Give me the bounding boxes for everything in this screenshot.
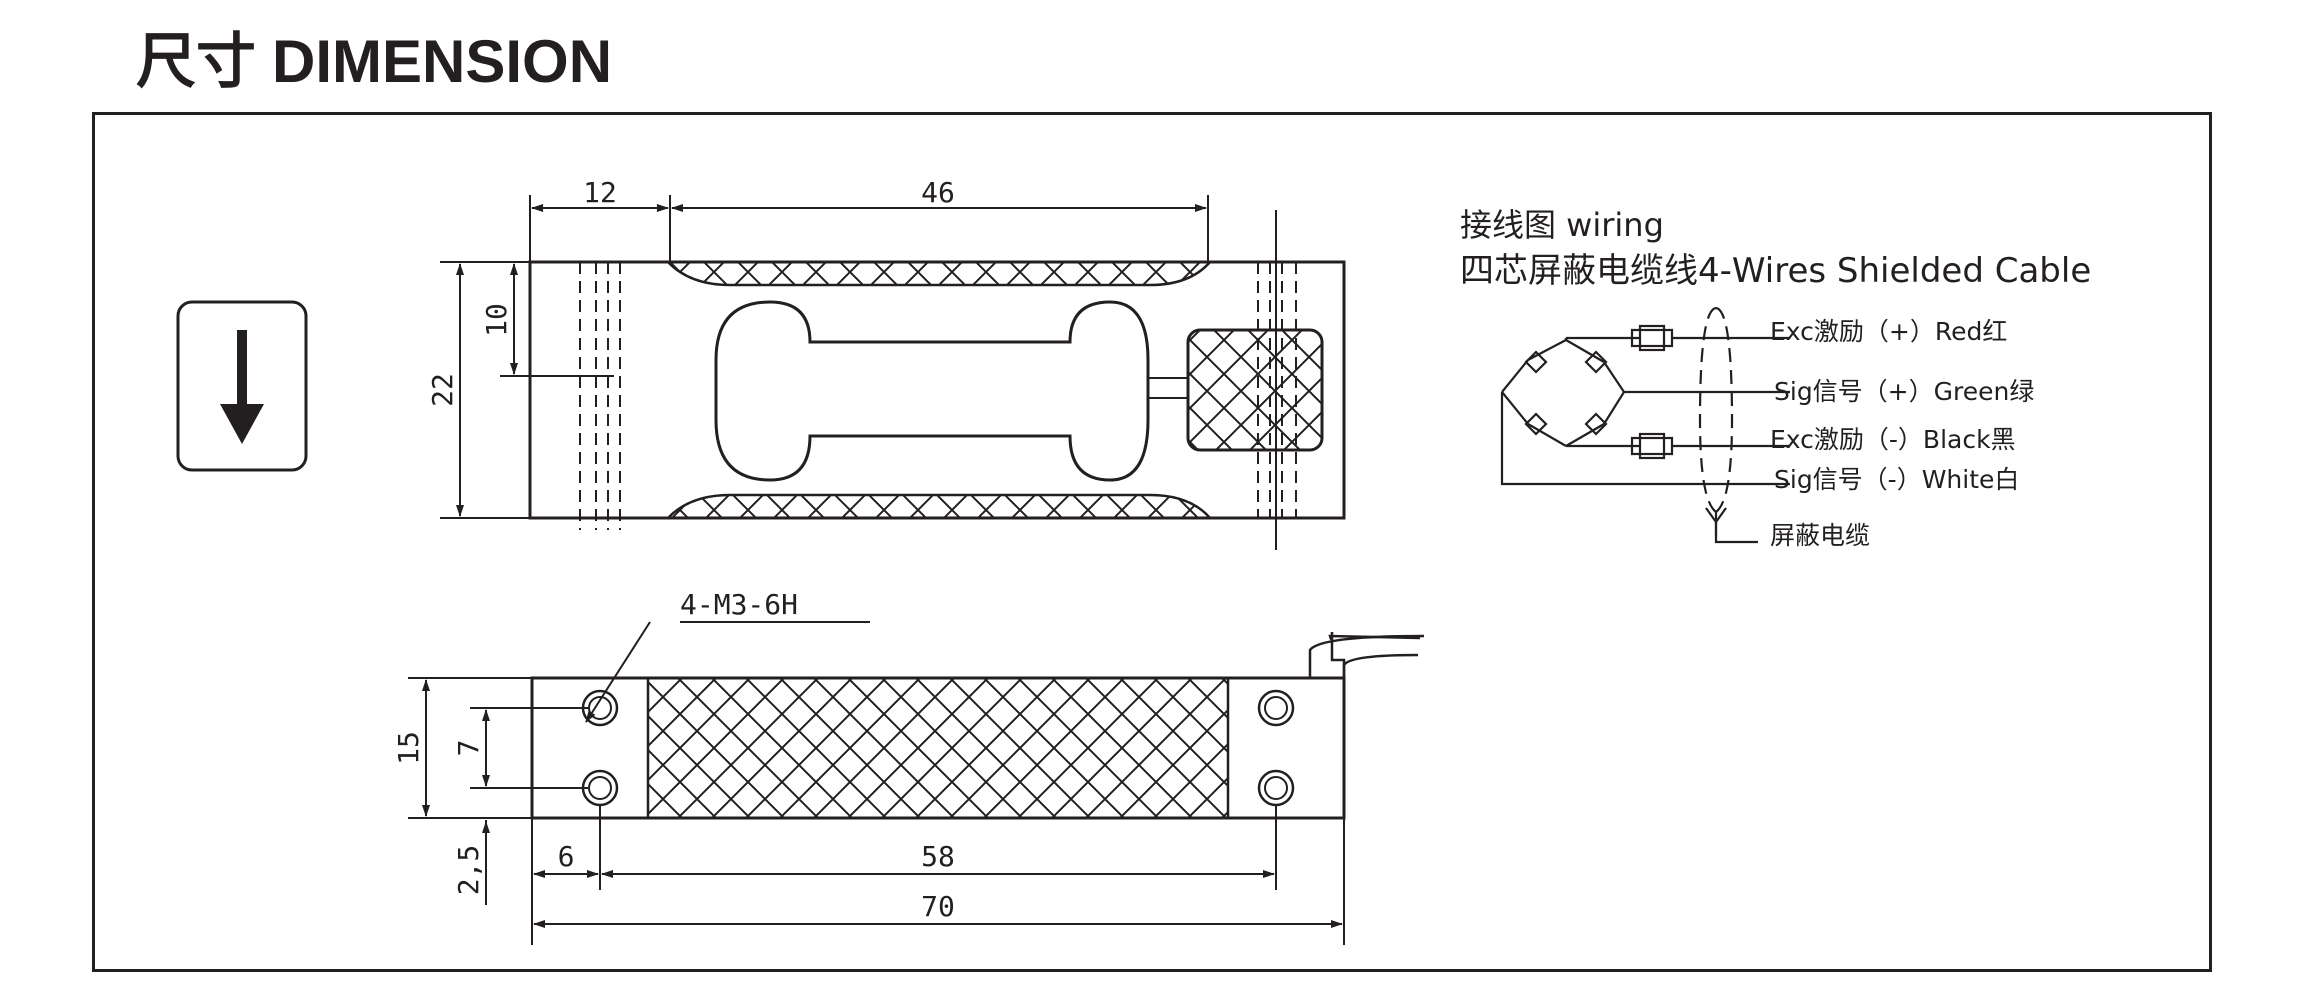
wiring-diagram: 接线图 wiring 四芯屏蔽电缆线4-Wires Shielded Cable	[1460, 206, 2091, 550]
dim-length: 70	[921, 890, 955, 923]
load-direction-box	[176, 300, 308, 472]
cable-exit	[1328, 631, 1421, 678]
wiring-subtitle: 四芯屏蔽电缆线4-Wires Shielded Cable	[1460, 251, 2091, 291]
wire-label-exc-pos: Exc激励（+）Red红	[1770, 317, 2007, 346]
drawing-frame	[92, 112, 2212, 972]
side-hatched-zone	[646, 676, 1230, 820]
bridge-circuit	[1500, 324, 1790, 486]
wire-label-sig-neg: Sig信号（-）White白	[1774, 465, 2019, 494]
arrow-down-icon	[220, 330, 264, 444]
wire-label-exc-neg: Exc激励（-）Black黑	[1770, 425, 2016, 454]
dim-hole-edge: 6	[558, 840, 575, 873]
dim-height: 22	[426, 373, 459, 407]
dim-end-width: 12	[583, 176, 617, 209]
side-view: 4-M3-6H 15 7 2,5 6 58 70	[392, 588, 1425, 945]
top-view: 12 46 10 22	[426, 176, 1346, 550]
dim-hole-spacing: 7	[452, 740, 485, 757]
cable-shield	[1698, 306, 1758, 544]
wire-label-sig-pos: Sig信号（+）Green绿	[1774, 377, 2034, 406]
shield-cable-label: 屏蔽电缆	[1770, 521, 1870, 550]
title-zh: 尺寸	[136, 27, 256, 97]
dim-side-height: 15	[392, 731, 425, 765]
cable-block	[1186, 328, 1324, 452]
dim-gauge-width: 46	[921, 176, 955, 209]
bone-cutout	[714, 300, 1150, 482]
dim-hole-offset: 10	[480, 303, 513, 337]
wiring-title: 接线图 wiring	[1460, 206, 1664, 244]
upper-gauge-band	[665, 260, 1213, 287]
lower-gauge-band	[665, 493, 1213, 520]
dim-base-gap: 2,5	[452, 845, 485, 896]
title-en: DIMENSION	[272, 28, 613, 95]
thread-label: 4-M3-6H	[680, 588, 798, 621]
right-hole-hidden-lines	[1257, 262, 1297, 518]
dim-hole-pitch: 58	[921, 840, 955, 873]
left-hole-hidden-lines	[579, 262, 621, 530]
